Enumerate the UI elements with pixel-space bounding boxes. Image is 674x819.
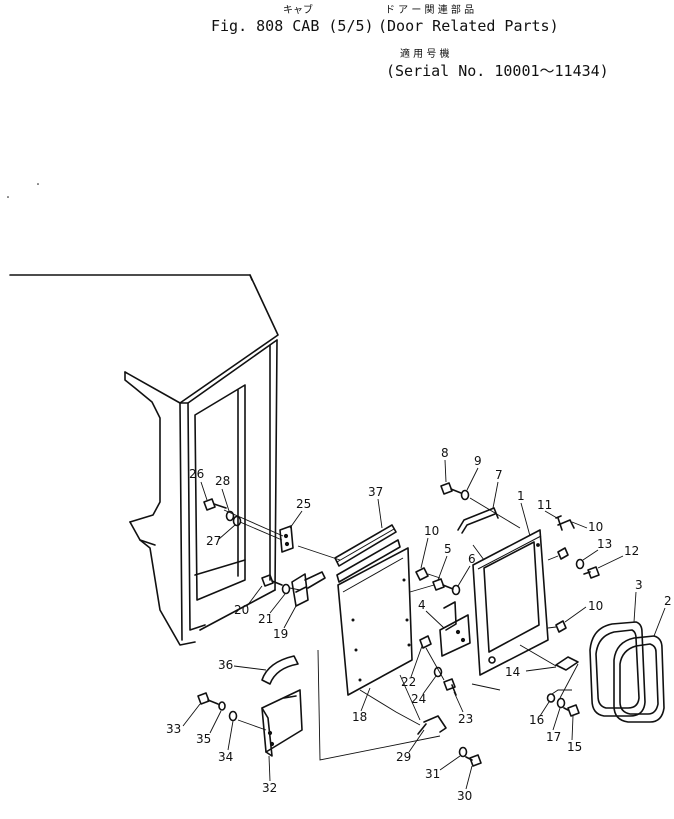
callout-31: 30 [457, 789, 472, 803]
callout-6: 6 [468, 552, 476, 566]
figure-title: Fig. 808 CAB (5/5) [211, 17, 374, 35]
assembly-lines [223, 497, 579, 761]
part-14-nut [557, 547, 569, 560]
cab-body [9, 274, 279, 646]
callout-28: 27 [206, 534, 221, 548]
part-23-clip [419, 635, 432, 649]
part-21-bolt [261, 574, 283, 587]
figure-subtitle: (Door Related Parts) [378, 17, 559, 35]
callout-22: 21 [258, 612, 273, 626]
callout-16: 15 [567, 740, 582, 754]
callout-21: 20 [234, 603, 249, 617]
part-5-bolt [432, 578, 454, 591]
callout-14: 13 [597, 537, 612, 551]
callout-27: 26 [189, 467, 204, 481]
callout-10-lower: 10 [588, 599, 603, 613]
callout-3: 3 [635, 578, 643, 592]
callout-4: 4 [418, 598, 426, 612]
callout-2: 2 [664, 594, 672, 608]
callout-11: 10 [588, 520, 603, 534]
callout-38: 37 [368, 485, 383, 499]
callout-29: 28 [215, 474, 230, 488]
callout-1: 1 [517, 489, 525, 503]
part-31-bolt [465, 754, 482, 767]
callout-26: 25 [296, 497, 311, 511]
part-19-door-panel [337, 547, 413, 696]
part-29-washer [225, 510, 235, 522]
part-17-washer [546, 693, 556, 703]
part-callouts: 8 9 7 1 11 10 13 12 3 2 10 14 16 17 15 3… [166, 446, 672, 803]
callout-15: 14 [505, 665, 520, 679]
callout-5: 5 [444, 542, 452, 556]
kana-door-label: ド ア ー 関 連 部 品 [385, 3, 474, 16]
part-20-latch [291, 571, 326, 607]
callout-36: 35 [196, 732, 211, 746]
callout-18: 17 [546, 730, 561, 744]
part-6-washer [451, 584, 461, 596]
part-32-washer [458, 746, 468, 758]
part-3-glass-inner [595, 629, 640, 709]
part-10-clip-lower [555, 620, 567, 633]
speck [37, 183, 39, 185]
part-15-stopper [555, 656, 579, 671]
callout-20: 19 [273, 627, 288, 641]
callout-33: 32 [262, 781, 277, 795]
part-36-washer [218, 701, 226, 711]
callout-8: 8 [441, 446, 449, 460]
part-10-clip-upper [415, 567, 429, 581]
kana-cab-label: キャブ [283, 3, 313, 16]
callout-25: 24 [411, 692, 426, 706]
part-35-washer [228, 710, 238, 722]
part-14-washer [575, 558, 585, 570]
callout-34: 33 [166, 722, 181, 736]
part-38-seal [334, 524, 401, 583]
callout-19: 18 [352, 710, 367, 724]
callout-37: 36 [218, 658, 233, 672]
part-8-bolt [440, 482, 462, 495]
part-18-washer [556, 697, 566, 709]
part-30-lever [417, 715, 447, 735]
callout-9: 9 [474, 454, 482, 468]
part-4-hinge [439, 601, 471, 657]
callout-17: 16 [529, 713, 544, 727]
part-13-bolt [583, 566, 600, 579]
part-2-weather-strip-inner [619, 643, 659, 715]
part-22-washer [281, 583, 291, 595]
speck [7, 196, 9, 198]
part-9-washer [460, 489, 470, 501]
serial-range: (Serial No. 10001～11434) [386, 62, 609, 80]
part-3-glass [589, 621, 646, 717]
part-11-clip [557, 519, 575, 529]
part-28-washer [232, 515, 242, 527]
part-33-bracket [261, 689, 303, 757]
part-37-grip [261, 655, 299, 685]
kana-serial-label: 適 用 号 機 [400, 47, 450, 60]
callout-35: 34 [218, 750, 233, 764]
part-25-washer [433, 666, 443, 678]
part-16-bolt [563, 704, 580, 717]
part-7-handle [457, 507, 499, 534]
part-26-bracket [279, 525, 294, 553]
callout-30: 29 [396, 750, 411, 764]
part-1-window-frame [472, 529, 549, 676]
callout-23: 22 [401, 675, 416, 689]
callout-32: 31 [425, 767, 440, 781]
part-34-bolt [197, 692, 219, 705]
part-27-bolt [203, 498, 227, 511]
callout-10-upper: 10 [424, 524, 439, 538]
callout-24: 23 [458, 712, 473, 726]
part-24-bolt [443, 678, 457, 696]
callout-12: 11 [537, 498, 552, 512]
part-2-weather-strip [613, 635, 665, 723]
callout-7: 7 [495, 468, 503, 482]
callout-13: 12 [624, 544, 639, 558]
header: キャブ Fig. 808 CAB (5/5) ド ア ー 関 連 部 品 (Do… [211, 3, 609, 80]
